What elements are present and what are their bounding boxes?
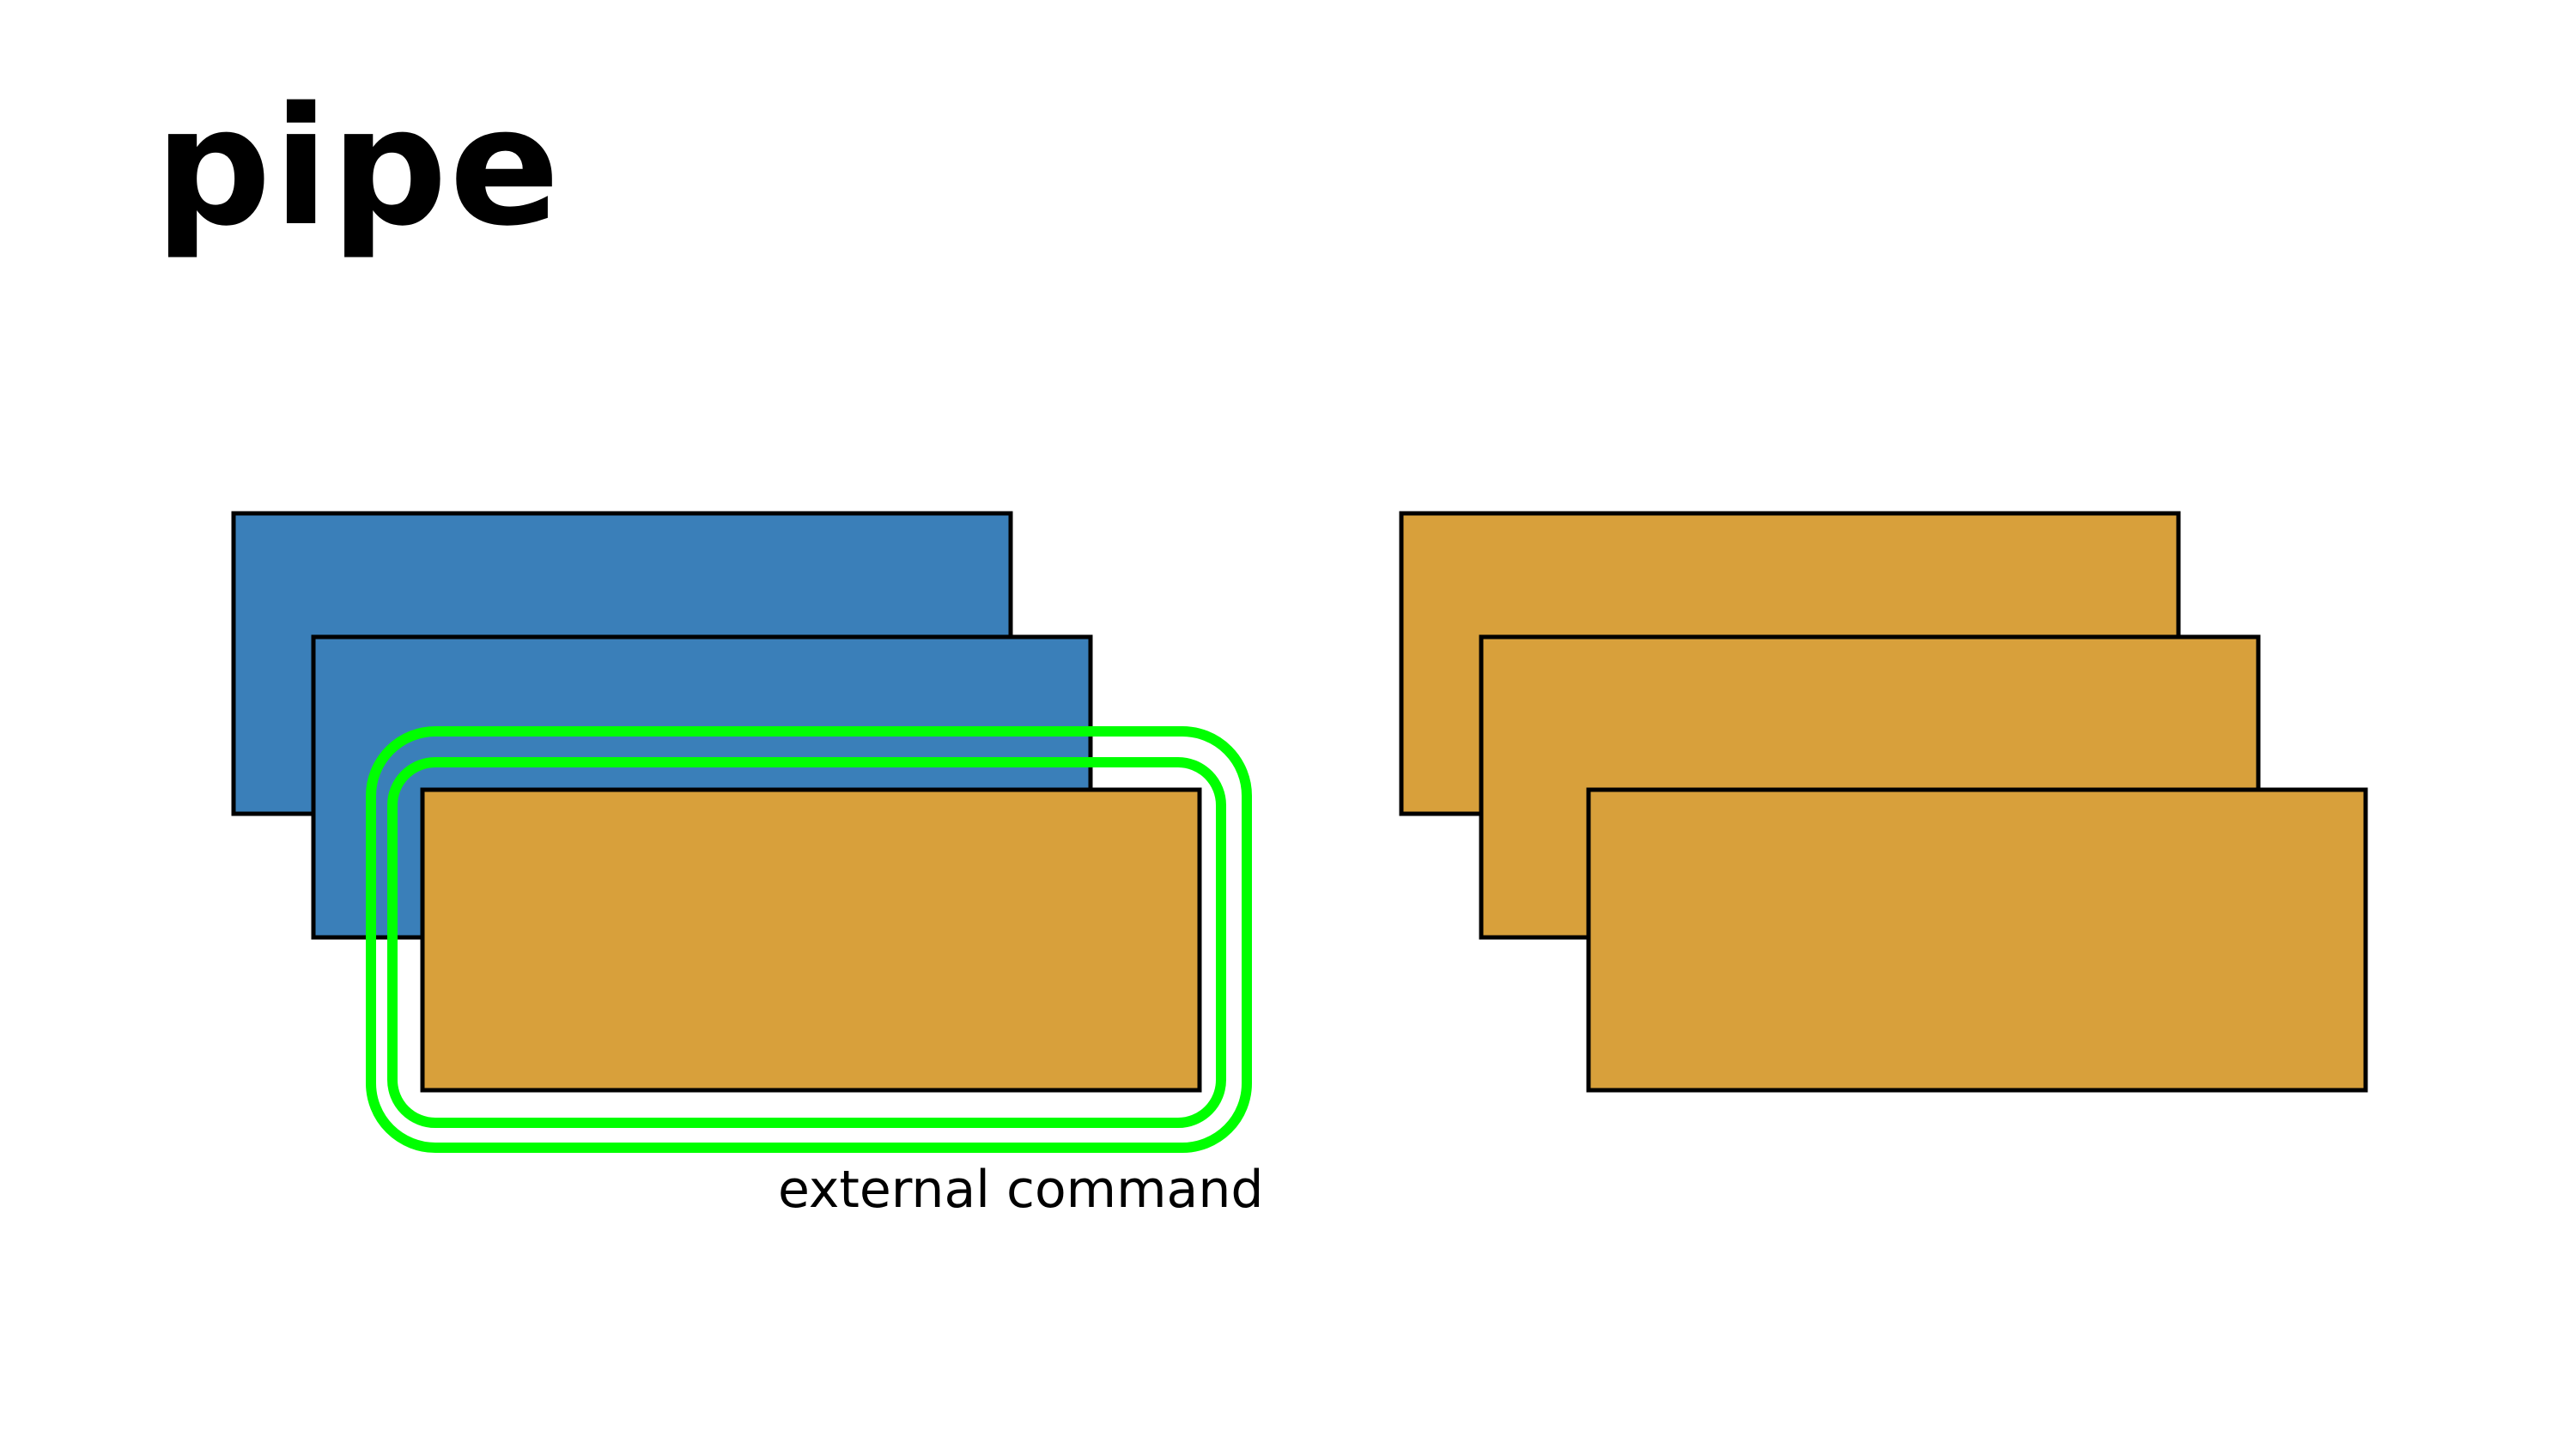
highlight-outer-ring [366, 726, 1252, 1153]
left-stack-front-layer [420, 787, 1202, 1093]
slide-title: pipe [155, 72, 562, 262]
external-command-highlight [366, 726, 1252, 1153]
right-process-stack [1399, 511, 2368, 1093]
left-process-stack [231, 511, 1202, 1093]
highlight-inner-ring [387, 757, 1226, 1128]
right-stack-front-layer [1586, 787, 2368, 1093]
external-command-label: external command [778, 1160, 1264, 1220]
